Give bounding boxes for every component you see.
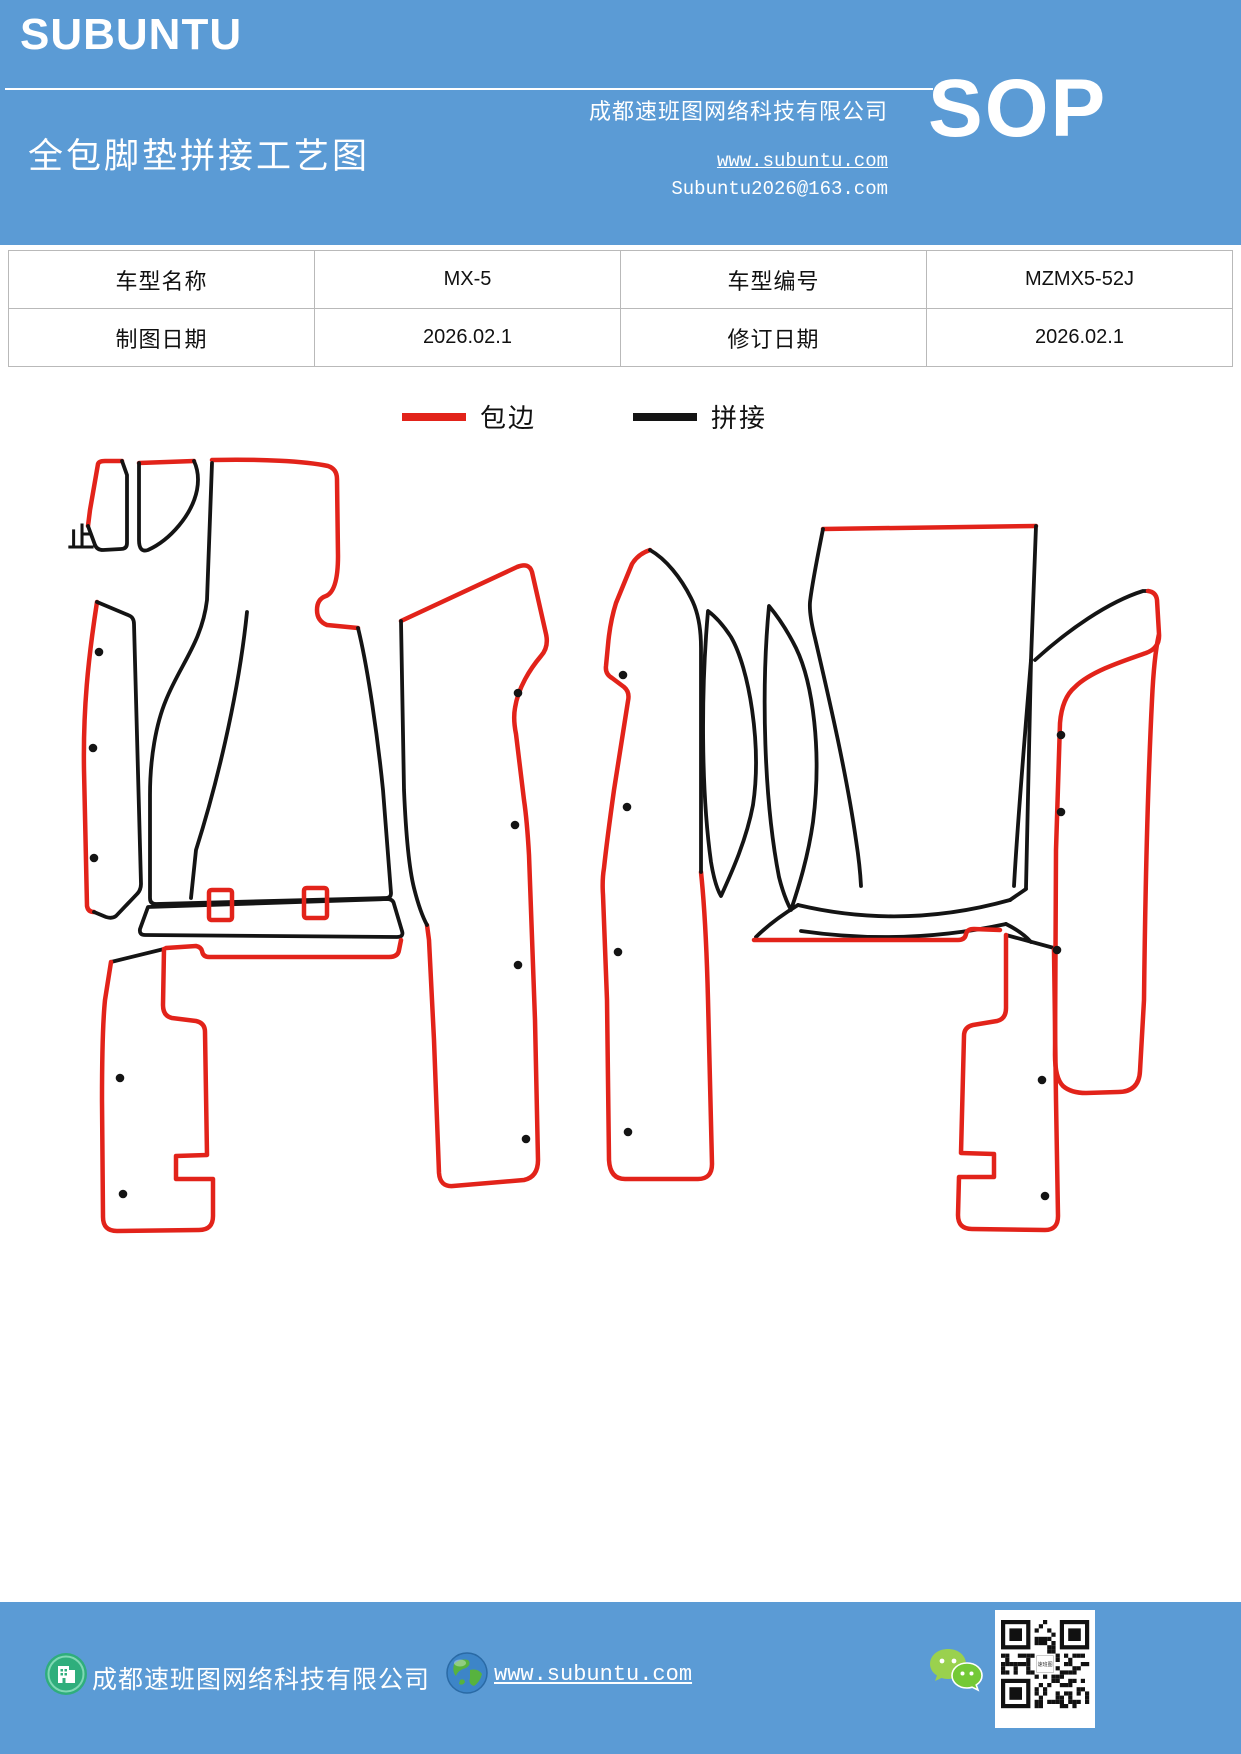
stitch-dot (1056, 730, 1066, 740)
left-flap-a-splice (86, 459, 129, 552)
left-side-strip-edge (81, 599, 100, 915)
right-hook-strip-edge (1052, 588, 1162, 1096)
left-inner-strip-edge (398, 563, 550, 1189)
left-flap-b-edge (136, 458, 197, 466)
right-heel-band-bottom-splice (799, 922, 1008, 939)
left-main-seam-splice (189, 610, 249, 900)
table-value-cell: MZMX5-52J (926, 250, 1233, 309)
table-value-cell: 2026.02.1 (926, 308, 1233, 367)
page-title: 全包脚垫拼接工艺图 (28, 137, 371, 176)
right-leaf-2-splice (762, 604, 819, 912)
stitch-dot (1040, 1191, 1050, 1201)
right-main-edge (820, 523, 1039, 532)
stitch-dot (88, 743, 98, 753)
right-rear-strip-edge (751, 926, 1003, 943)
header-website-link[interactable]: www.subuntu.com (716, 150, 888, 172)
stitch-dot (89, 853, 99, 863)
left-flap-b-splice (137, 459, 200, 553)
table-label-cell: 制图日期 (8, 308, 315, 367)
left-side-strip-splice (92, 600, 143, 920)
right-hook-strip-splice (1033, 589, 1150, 662)
legend-label: 拼接 (711, 404, 768, 433)
stitch-dot (513, 688, 523, 698)
legend-item: 拼接 (633, 398, 767, 435)
header-band (0, 0, 1241, 245)
legend-label: 包边 (480, 404, 537, 433)
header-email: Subuntu2026@163.com (671, 178, 888, 200)
stitch-dot (521, 1134, 531, 1144)
right-inner-strip-edge (600, 547, 715, 1182)
legend: 包边 拼接 (0, 398, 1241, 434)
left-main-edge (209, 457, 361, 631)
left-rear-leg-edge (99, 946, 216, 1234)
stitch-dot (623, 1127, 633, 1137)
header-divider (5, 88, 933, 90)
right-heel-band-top-splice (796, 898, 1012, 919)
left-main-splice (148, 461, 393, 906)
stitch-dot (1037, 1075, 1047, 1085)
right-main-seam-splice (1012, 658, 1033, 888)
left-heel-band-splice (137, 897, 405, 939)
right-main-left-splice (807, 527, 863, 888)
stitch-dot (1052, 945, 1062, 955)
stitch-dot (513, 960, 523, 970)
left-rear-leg-splice (109, 947, 166, 964)
table-value-cell: 2026.02.1 (314, 308, 621, 367)
stitch-dot (618, 670, 628, 680)
left-rear-strip-edge (163, 937, 404, 960)
right-inner-strip-splice (648, 548, 703, 874)
footer-company-name: 成都速班图网络科技有限公司 (92, 1667, 431, 1694)
legend-swatch (633, 412, 697, 421)
table-label-cell: 修订日期 (620, 308, 927, 367)
right-main-right-splice (1024, 524, 1038, 890)
left-inner-strip-splice (399, 619, 429, 927)
stitch-dot (115, 1073, 125, 1083)
right-rear-leg-edge (955, 932, 1061, 1233)
stitch-dot (1056, 807, 1066, 817)
right-leaf-1-splice (701, 609, 758, 898)
stitch-dot (622, 802, 632, 812)
stitch-dot (510, 820, 520, 830)
left-flap-a-edge (85, 458, 125, 529)
table-label-cell: 车型编号 (620, 250, 927, 309)
left-band-notch-2-edge (301, 885, 330, 921)
stop-mark-label: 止 (68, 523, 95, 553)
stitch-dot (94, 647, 104, 657)
table-label-cell: 车型名称 (8, 250, 315, 309)
header-company-name: 成都速班图网络科技有限公司 (588, 99, 888, 124)
brand-logo: SUBUNTU (20, 10, 243, 59)
right-band-left-end-splice (754, 903, 800, 939)
stitch-dot (118, 1189, 128, 1199)
table-value-cell: MX-5 (314, 250, 621, 309)
left-band-notch-1-edge (206, 887, 235, 923)
sop-badge: SOP (928, 63, 1108, 154)
legend-swatch (402, 412, 466, 421)
right-band-right-end-splice (1004, 887, 1033, 944)
footer-website-link[interactable]: www.subuntu.com (494, 1662, 693, 1687)
right-rear-leg-splice (1004, 933, 1056, 950)
legend-item: 包边 (402, 398, 536, 435)
stitch-dot (613, 947, 623, 957)
